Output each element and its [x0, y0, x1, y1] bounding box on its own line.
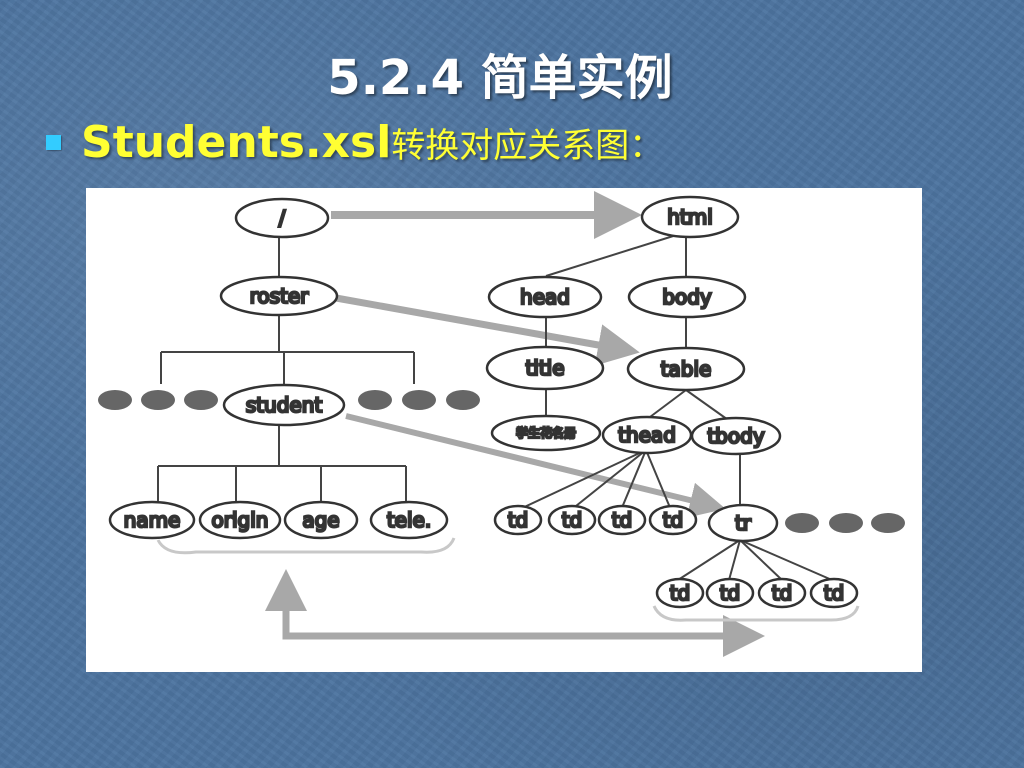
node-body-label: body — [662, 285, 712, 309]
node-head: head — [487, 275, 603, 319]
node-tbody: tbody — [690, 416, 782, 456]
node-tr: tr — [707, 503, 779, 543]
node-root-label: / — [279, 206, 286, 230]
node-tr-td-3-label: td — [772, 581, 793, 605]
node-thead-td-3: td — [597, 504, 647, 536]
node-age: age — [283, 500, 359, 540]
node-origin: origin — [198, 500, 282, 540]
node-table: table — [626, 346, 746, 392]
node-html: html — [640, 195, 740, 239]
node-tr-td-4-label: td — [824, 581, 845, 605]
node-root: / — [234, 197, 330, 239]
node-roster-label: roster — [250, 284, 310, 308]
node-tr-td-2-label: td — [720, 581, 741, 605]
node-origin-label: origin — [212, 508, 269, 532]
node-title-text-label: 学生花名册 — [516, 425, 576, 440]
bullet-line: Students.xsl 转换对应关系图： — [46, 112, 663, 172]
node-student-label: student — [246, 393, 323, 417]
mapping-arrows — [156, 191, 860, 657]
node-thead-td-1: td — [493, 504, 543, 536]
node-age-label: age — [302, 508, 339, 532]
node-thead-td-4: td — [648, 504, 698, 536]
arrow-roster-to-table — [335, 294, 640, 366]
node-tele-label: tele. — [387, 508, 431, 532]
node-thead-td-2-label: td — [562, 508, 583, 532]
node-thead-td-3-label: td — [612, 508, 633, 532]
bullet-square-icon — [46, 134, 61, 150]
node-title-text: 学生花名册 — [490, 414, 602, 452]
node-thead-td-4-label: td — [663, 508, 684, 532]
node-tr-td-1-label: td — [670, 581, 691, 605]
node-thead-td-2: td — [547, 504, 597, 536]
bullet-text-description: 转换对应关系图： — [391, 125, 664, 166]
node-thead: thead — [601, 415, 693, 455]
html-tree-nodes: html head body title table 学生花名册 — [485, 195, 859, 609]
node-table-label: table — [661, 357, 712, 381]
node-name: name — [108, 500, 196, 540]
transformation-diagram: / roster student name origin age — [98, 191, 905, 657]
node-title: title — [485, 345, 605, 391]
td-bracket — [652, 605, 860, 622]
node-name-label: name — [124, 508, 181, 532]
xml-tree-nodes: / roster student name origin age — [108, 197, 449, 540]
node-tr-td-1: td — [655, 577, 705, 609]
node-tr-td-3: td — [757, 577, 807, 609]
arrow-student-to-tr — [345, 413, 726, 518]
field-bracket — [156, 537, 456, 555]
node-student: student — [222, 383, 346, 427]
node-html-label: html — [667, 205, 713, 229]
sibling-placeholders — [98, 390, 905, 533]
node-tr-td-4: td — [809, 577, 859, 609]
diagram-panel: / roster student name origin age — [86, 188, 922, 672]
node-thead-td-1-label: td — [508, 508, 529, 532]
node-thead-label: thead — [618, 423, 676, 447]
slide-title: 5.2.4 简单实例 — [327, 50, 673, 106]
node-body: body — [627, 275, 747, 319]
bullet-text-filename: Students.xsl — [81, 116, 392, 168]
node-tr-label: tr — [735, 511, 752, 535]
node-head-label: head — [520, 285, 570, 309]
node-tr-td-2: td — [705, 577, 755, 609]
node-title-label: title — [525, 356, 564, 380]
node-tele: tele. — [369, 500, 449, 540]
tree-connectors — [157, 231, 833, 581]
node-tbody-label: tbody — [707, 424, 764, 448]
node-roster: roster — [219, 275, 339, 317]
